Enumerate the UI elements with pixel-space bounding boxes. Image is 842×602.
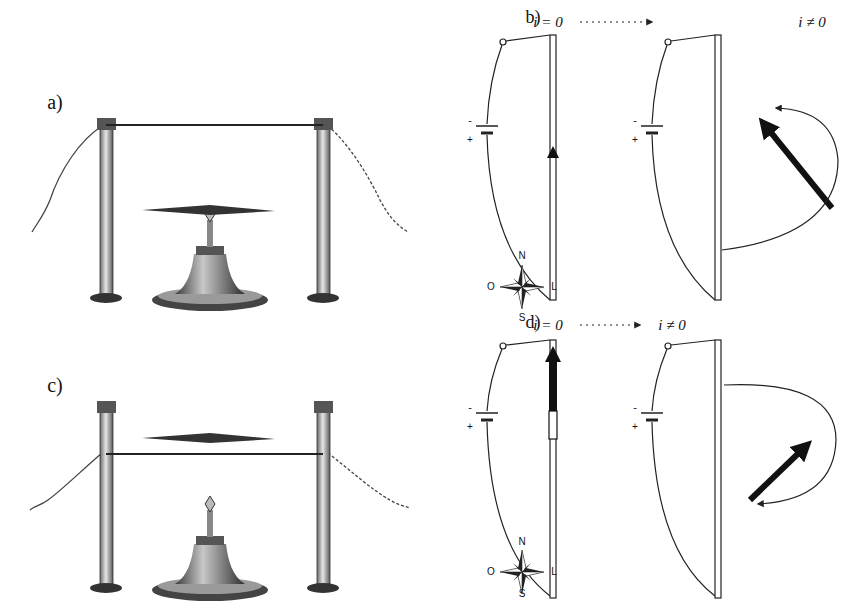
current-label: i ≠ 0 <box>798 15 825 30</box>
battery-sign: - <box>468 115 472 126</box>
compass-letter: O <box>487 567 495 577</box>
compass-letter: O <box>487 282 495 292</box>
battery-sign: + <box>467 135 473 145</box>
current-label: i = 0 <box>533 318 562 333</box>
compass-letter: L <box>551 282 557 292</box>
battery-sign: + <box>632 135 638 145</box>
compass-letter: S <box>519 313 526 323</box>
oersted-apparatus-a <box>32 118 408 311</box>
schematic-d <box>476 325 836 598</box>
current-label: i = 0 <box>533 15 562 30</box>
panel-letter: c) <box>47 375 63 395</box>
compass-letter: S <box>519 589 526 599</box>
schematic-b <box>476 22 838 309</box>
battery-sign: - <box>633 115 637 126</box>
compass-letter: L <box>551 567 557 577</box>
battery-sign: + <box>467 422 473 432</box>
compass-letter: N <box>518 251 525 261</box>
current-label: i ≠ 0 <box>658 318 685 333</box>
battery-sign: - <box>633 402 637 413</box>
battery-sign: + <box>632 422 638 432</box>
panel-letter: a) <box>47 92 63 112</box>
battery-sign: - <box>468 402 472 413</box>
oersted-apparatus-c <box>30 401 410 601</box>
compass-letter: N <box>518 537 525 547</box>
